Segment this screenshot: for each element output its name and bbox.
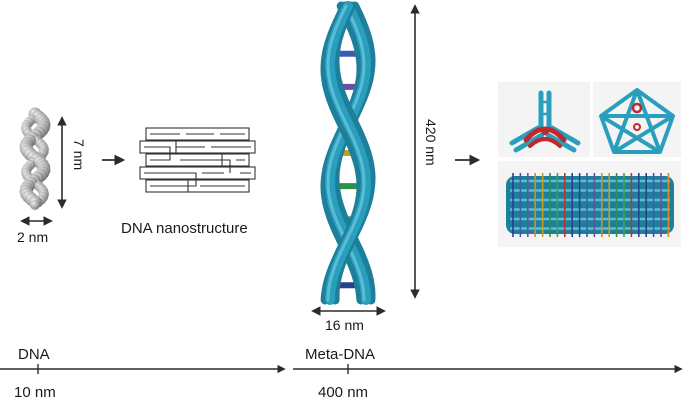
- dna-width-label: 2 nm: [17, 229, 49, 245]
- scale-right-tick-label: 400 nm: [318, 384, 369, 401]
- three-arm-junction-panel: [498, 82, 590, 157]
- dna-nanostructure-schematic: [139, 127, 256, 193]
- meta-width-label: 16 nm: [325, 317, 364, 333]
- scale-left-tick-label: 10 nm: [14, 384, 56, 401]
- meta-dna-helix-image: [320, 1, 376, 305]
- polyhedron-panel: [593, 82, 681, 157]
- dna-double-helix-image: [19, 107, 51, 210]
- dna-height-label: 7 nm: [71, 139, 87, 171]
- nanostructure-label: DNA nanostructure: [121, 220, 248, 237]
- meta-height-label: 420 nm: [423, 119, 439, 166]
- scale-bar: [0, 364, 683, 374]
- scale-right-title: Meta-DNA: [305, 346, 376, 363]
- scale-left-title: DNA: [18, 346, 50, 363]
- tube-bundle-panel: [498, 161, 681, 247]
